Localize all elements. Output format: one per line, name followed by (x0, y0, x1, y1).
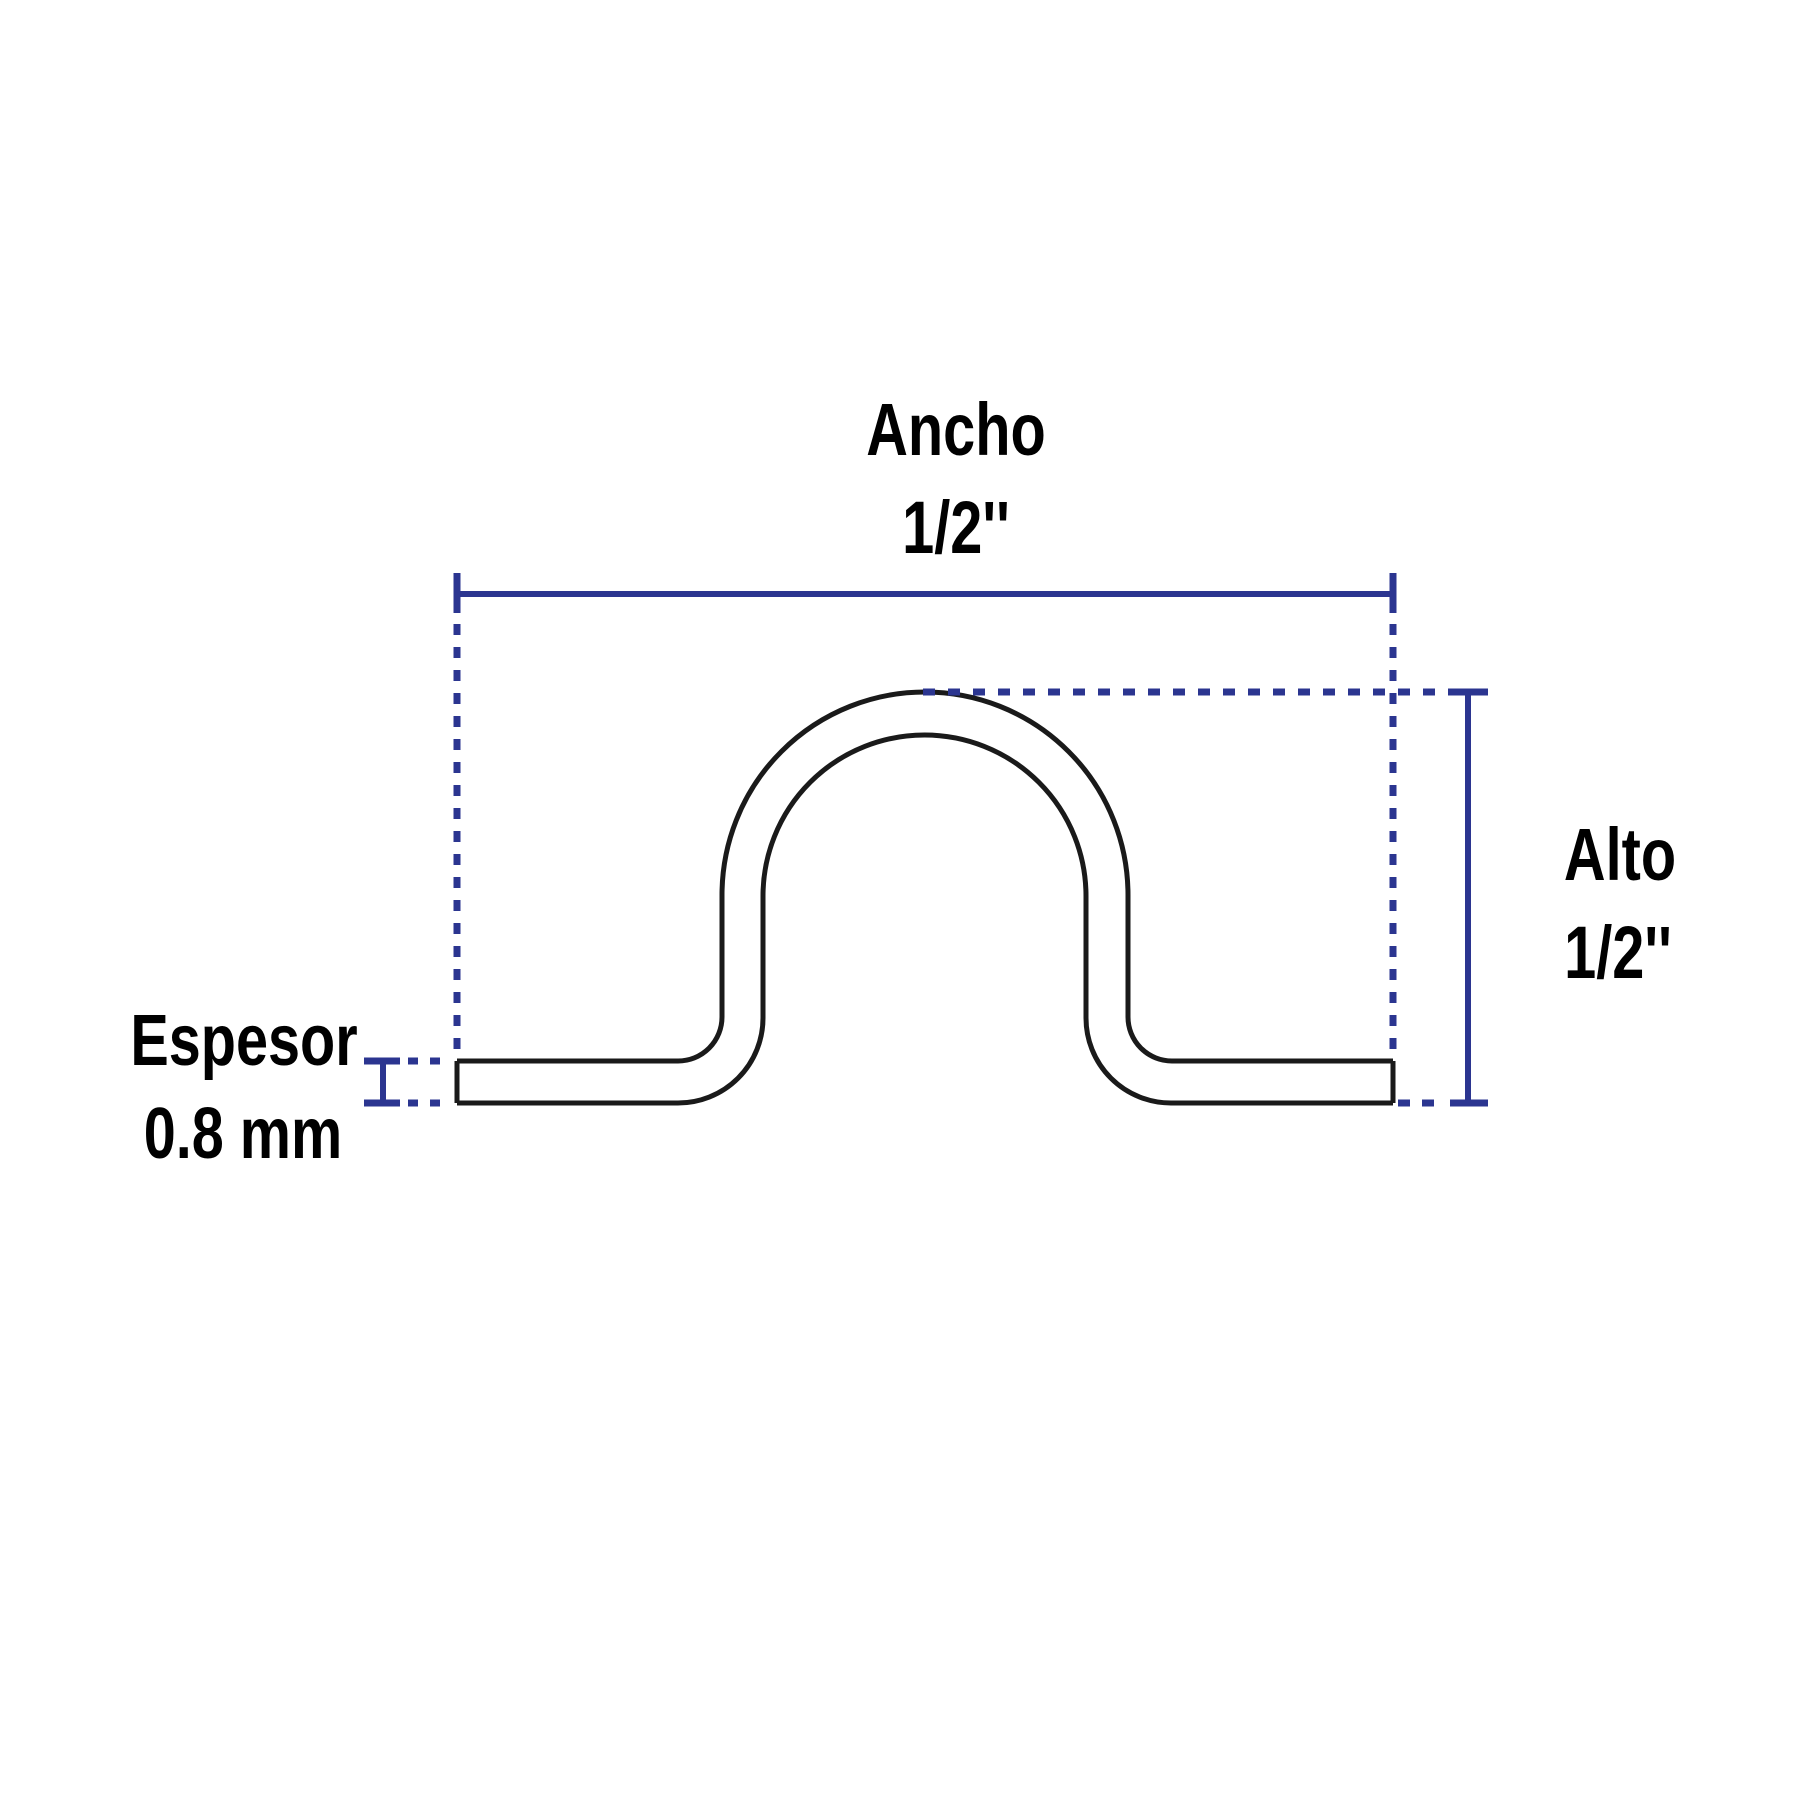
width-label: Ancho 1/2'' (866, 389, 1046, 570)
strap-profile (454, 689, 1396, 1106)
width-label-value: 1/2'' (902, 487, 1010, 570)
dimension-lines (364, 573, 1488, 1107)
strap-inner-contour (457, 732, 1393, 1106)
height-label-value: 1/2'' (1564, 912, 1672, 995)
height-label: Alto 1/2'' (1564, 814, 1676, 995)
thickness-label-value: 0.8 mm (144, 1093, 342, 1174)
width-label-title: Ancho (866, 389, 1046, 472)
height-label-title: Alto (1564, 814, 1676, 897)
thickness-label: Espesor 0.8 mm (130, 1000, 357, 1174)
thickness-label-title: Espesor (130, 1000, 357, 1081)
strap-outer-contour (457, 689, 1393, 1064)
